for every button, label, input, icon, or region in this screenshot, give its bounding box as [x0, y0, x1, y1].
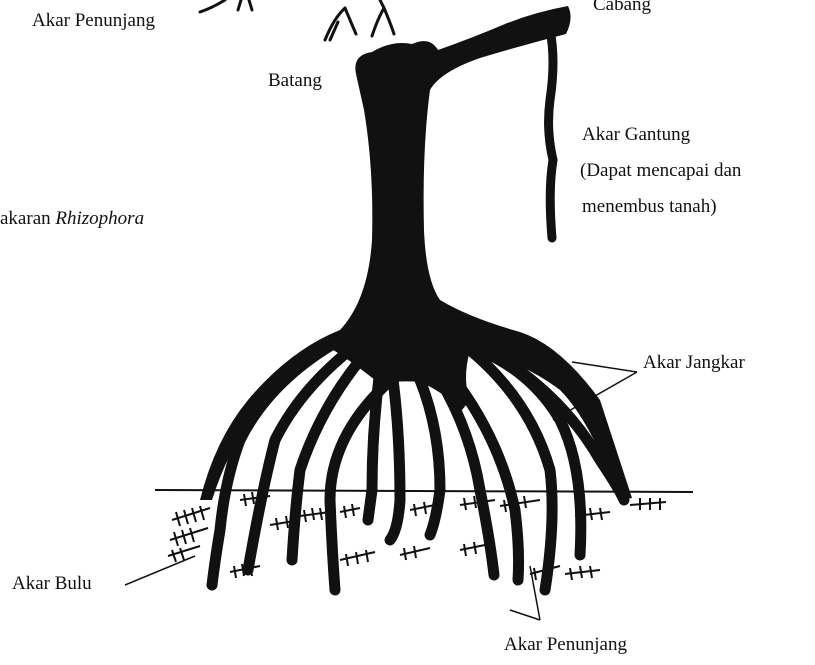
label-hanging-root-title: Akar Gantung: [582, 124, 690, 146]
label-hanging-root-note-1: (Dapat mencapai dan: [580, 160, 741, 182]
label-root-system: akaran Rhizophora: [0, 208, 144, 230]
root-system-genus: Rhizophora: [55, 208, 144, 229]
label-branch: Cabang: [593, 0, 651, 16]
root-system-prefix: akaran: [0, 208, 55, 229]
label-hanging-root-note-2: menembus tanah): [582, 196, 717, 218]
label-prop-root-top: Akar Penunjang: [32, 10, 155, 32]
label-anchor-root: Akar Jangkar: [643, 352, 745, 374]
hanging-aerial-root: [549, 30, 553, 238]
label-trunk: Batang: [268, 70, 322, 92]
ground-line: [155, 490, 693, 492]
hair-root-marks: [168, 492, 666, 580]
label-hair-root: Akar Bulu: [12, 573, 92, 595]
label-prop-root-bottom: Akar Penunjang: [504, 634, 627, 656]
upper-root-sprouts: [200, 0, 394, 40]
